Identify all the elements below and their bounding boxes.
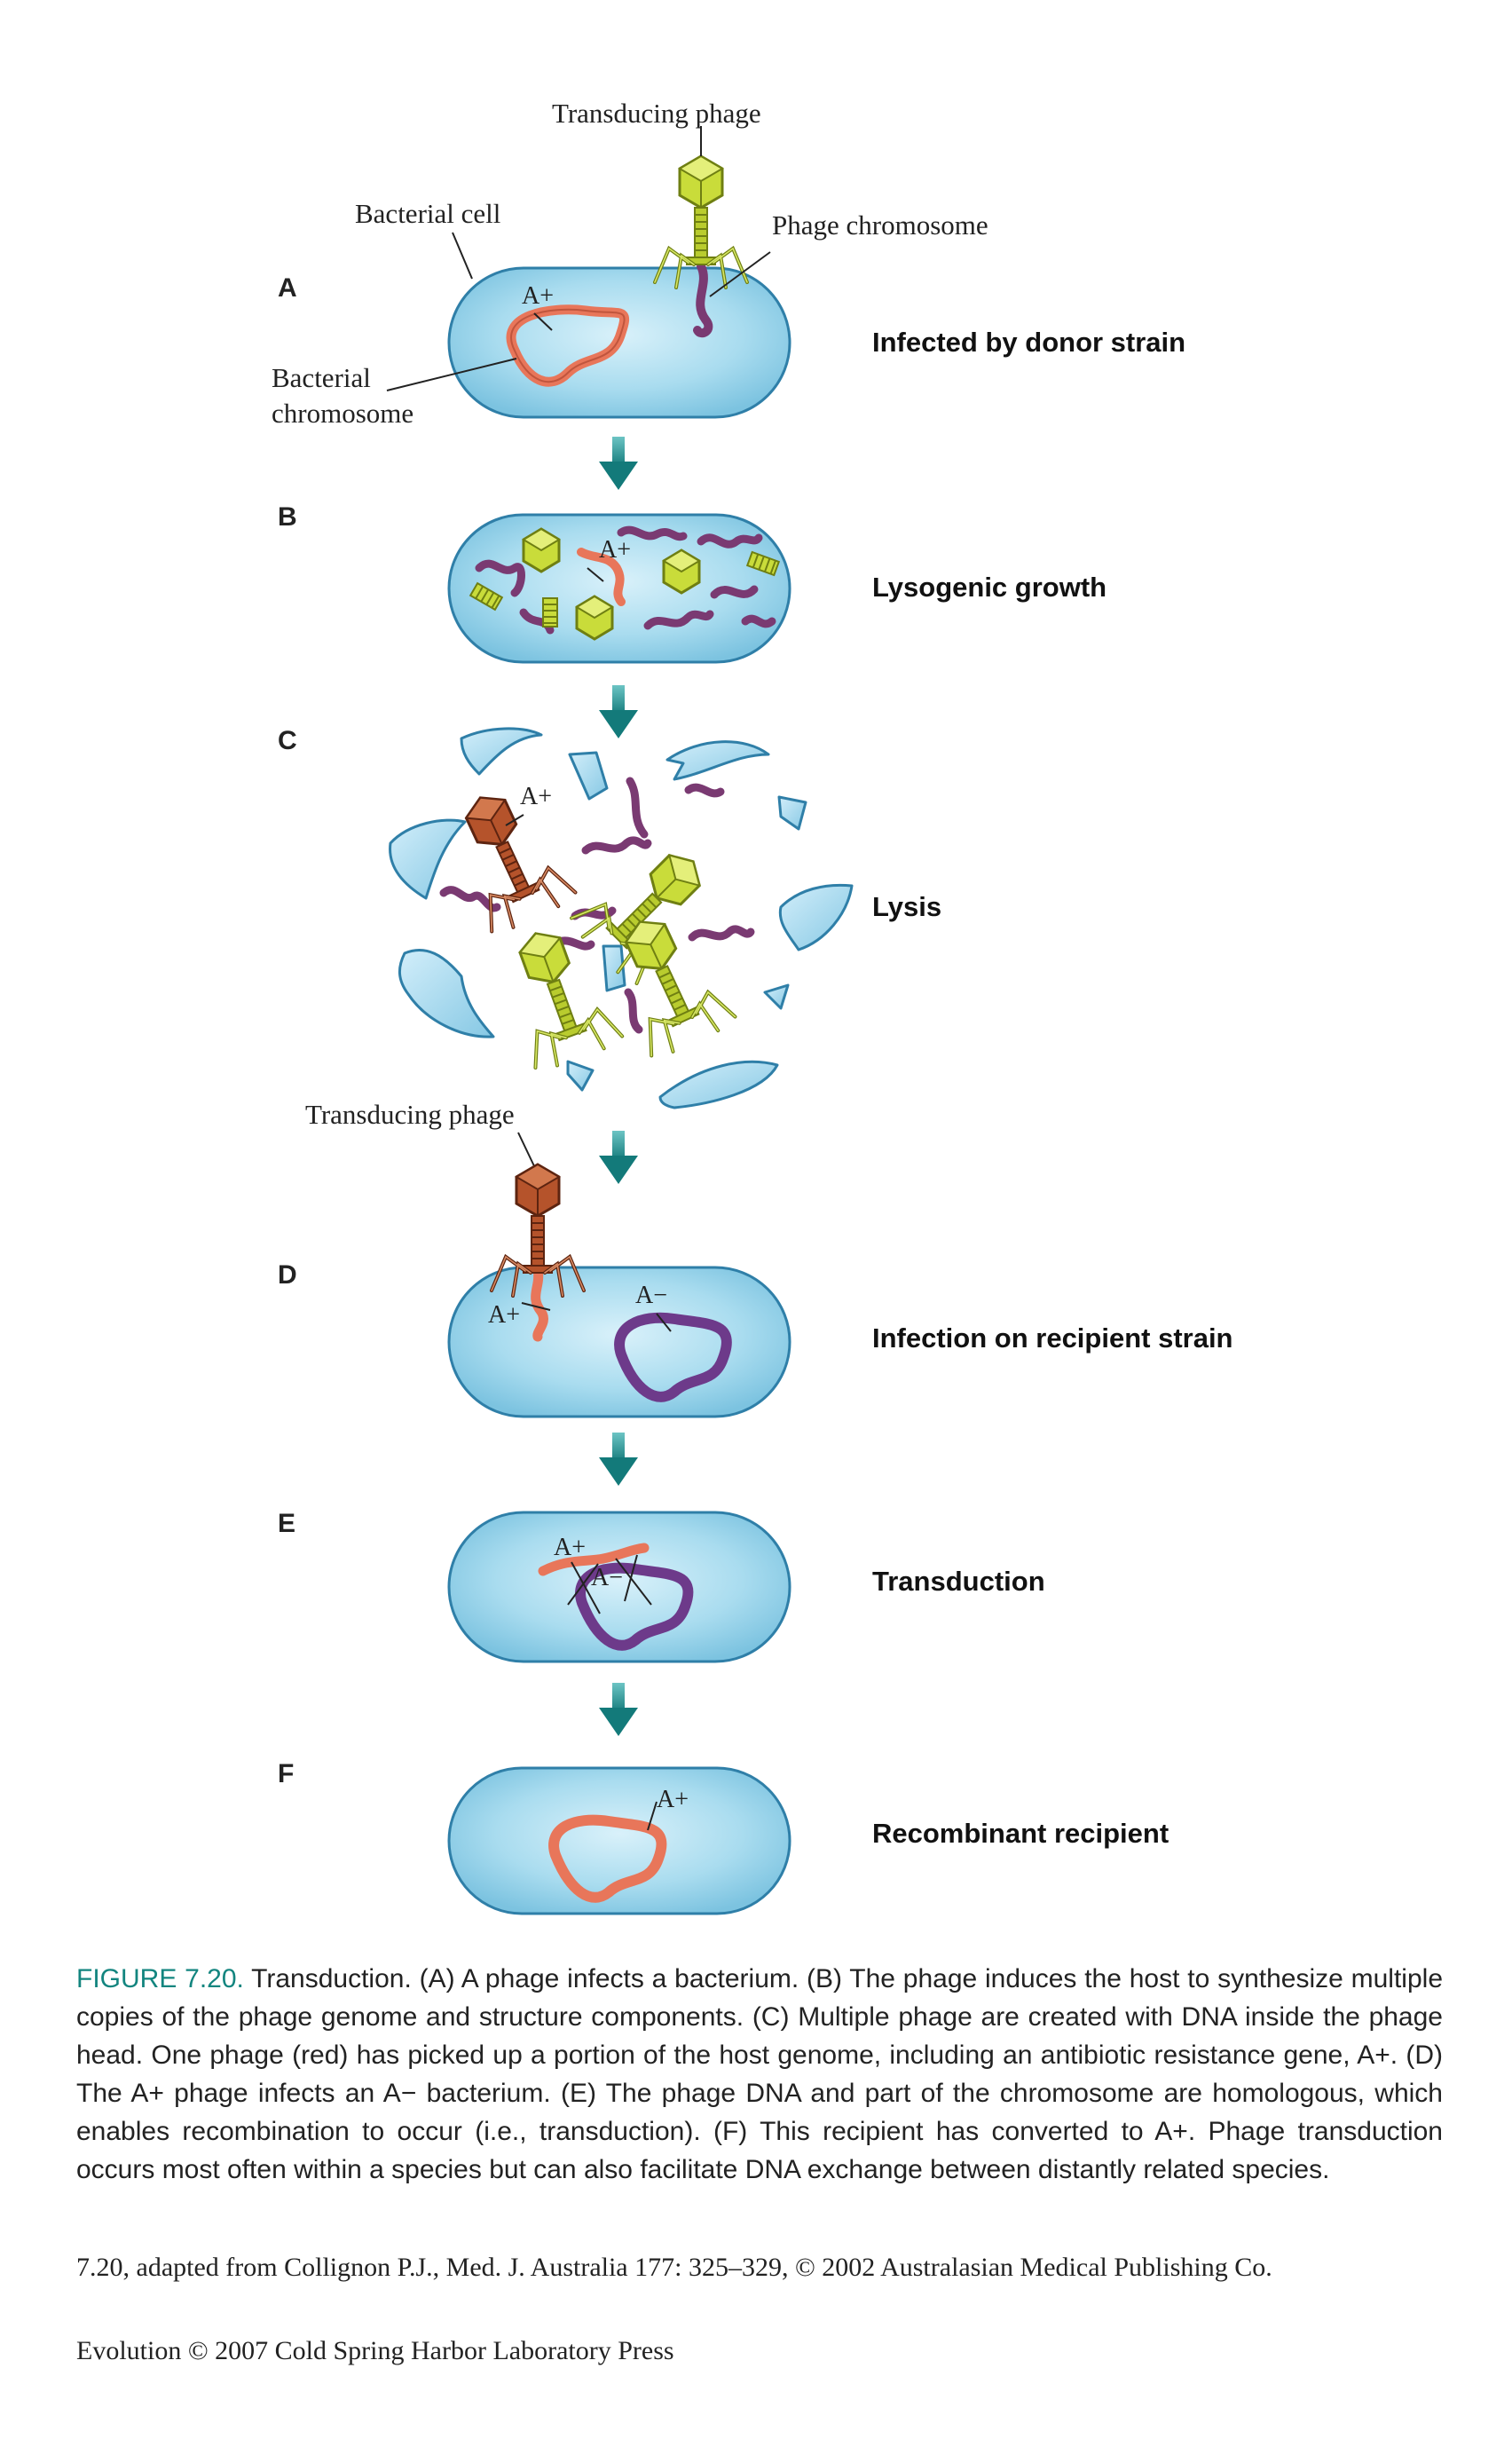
panel-letter-b: B: [278, 502, 297, 532]
panel-a: A Infected by donor strain A+ Transducin…: [272, 98, 1185, 429]
gene-a-plus-panel-e: A+: [554, 1534, 586, 1561]
gene-a-plus-panel-b: A+: [599, 536, 631, 564]
gene-a-plus-panel-f: A+: [657, 1786, 689, 1813]
step-label-e: Transduction: [872, 1566, 1045, 1597]
callout-bacterial-chromosome-line2: chromosome: [272, 398, 413, 429]
step-label-d: Infection on recipient strain: [872, 1322, 1233, 1354]
gene-a-minus-panel-e: A−: [591, 1564, 623, 1591]
arrow-c-to-d: [599, 1131, 638, 1184]
gene-a-plus-panel-c: A+: [520, 783, 552, 810]
copyright-line: Evolution © 2007 Cold Spring Harbor Labo…: [76, 2336, 674, 2365]
phage-head-b-3: [575, 595, 614, 641]
phage-head-b-1: [522, 527, 561, 573]
figure-label: FIGURE 7.20.: [76, 1964, 244, 1993]
callout-bacterial-chromosome-line1: Bacterial: [272, 362, 371, 393]
cell-fragments-c: [389, 727, 854, 1109]
phage-tail-b-2: [542, 597, 558, 628]
arrow-d-to-e: [599, 1433, 638, 1486]
panel-letter-c: C: [278, 726, 297, 755]
panel-f: F Recombinant recipient A+: [278, 1759, 1169, 1915]
gene-a-minus-panel-d: A−: [635, 1282, 667, 1309]
figure-caption: FIGURE 7.20. Transduction. (A) A phage i…: [76, 1960, 1443, 2189]
injected-dna-d: [531, 1264, 548, 1342]
phage-chromosome-a: [693, 262, 713, 338]
donor-fragment-e: [538, 1543, 650, 1576]
caption-text: Transduction. (A) A phage infects a bact…: [76, 1964, 1444, 2184]
crossover-lines-e: [567, 1554, 652, 1614]
panel-e: E Transduction A+ A−: [278, 1509, 1045, 1663]
callout-transducing-phage-top: Transducing phage: [552, 98, 761, 129]
step-label-c: Lysis: [872, 891, 941, 922]
recipient-chromosome-e: [575, 1562, 694, 1651]
panel-letter-f: F: [278, 1759, 294, 1788]
panel-c: C Lysis A+: [278, 726, 941, 1109]
step-label-b: Lysogenic growth: [872, 572, 1106, 603]
recipient-chromosome-d: [614, 1312, 732, 1402]
panel-b: B Lysogenic growth A+: [278, 502, 1106, 664]
callout-phage-chromosome: Phage chromosome: [772, 209, 988, 241]
recombinant-chromosome-f: [548, 1814, 667, 1903]
phage-head-b-2: [662, 549, 701, 595]
bacterial-cell-e: [447, 1511, 791, 1663]
callout-bacterial-cell: Bacterial cell: [355, 198, 500, 229]
transducing-fragment-b: [577, 548, 626, 606]
gene-a-plus-panel-d: A+: [488, 1301, 520, 1329]
panel-letter-a: A: [278, 273, 297, 303]
bacterial-cell-f: [447, 1766, 791, 1915]
callout-transducing-phage-d: Transducing phage: [305, 1099, 515, 1130]
phage-green-c-2: [490, 916, 626, 1075]
arrow-e-to-f: [599, 1683, 638, 1736]
arrow-a-to-b: [599, 437, 638, 490]
phage-dna-copies-b: [475, 525, 776, 635]
step-label-a: Infected by donor strain: [872, 327, 1185, 358]
panel-letter-e: E: [278, 1509, 295, 1538]
gene-a-plus-panel-a: A+: [522, 282, 554, 310]
step-label-f: Recombinant recipient: [872, 1818, 1169, 1849]
transducing-phage-red-c: [437, 776, 579, 938]
panel-letter-d: D: [278, 1260, 297, 1290]
panel-d: D Infection on recipient strain Transduc…: [278, 1099, 1233, 1418]
figure-credit: 7.20, adapted from Collignon P.J., Med. …: [76, 2253, 1272, 2282]
arrow-b-to-c: [599, 685, 638, 738]
